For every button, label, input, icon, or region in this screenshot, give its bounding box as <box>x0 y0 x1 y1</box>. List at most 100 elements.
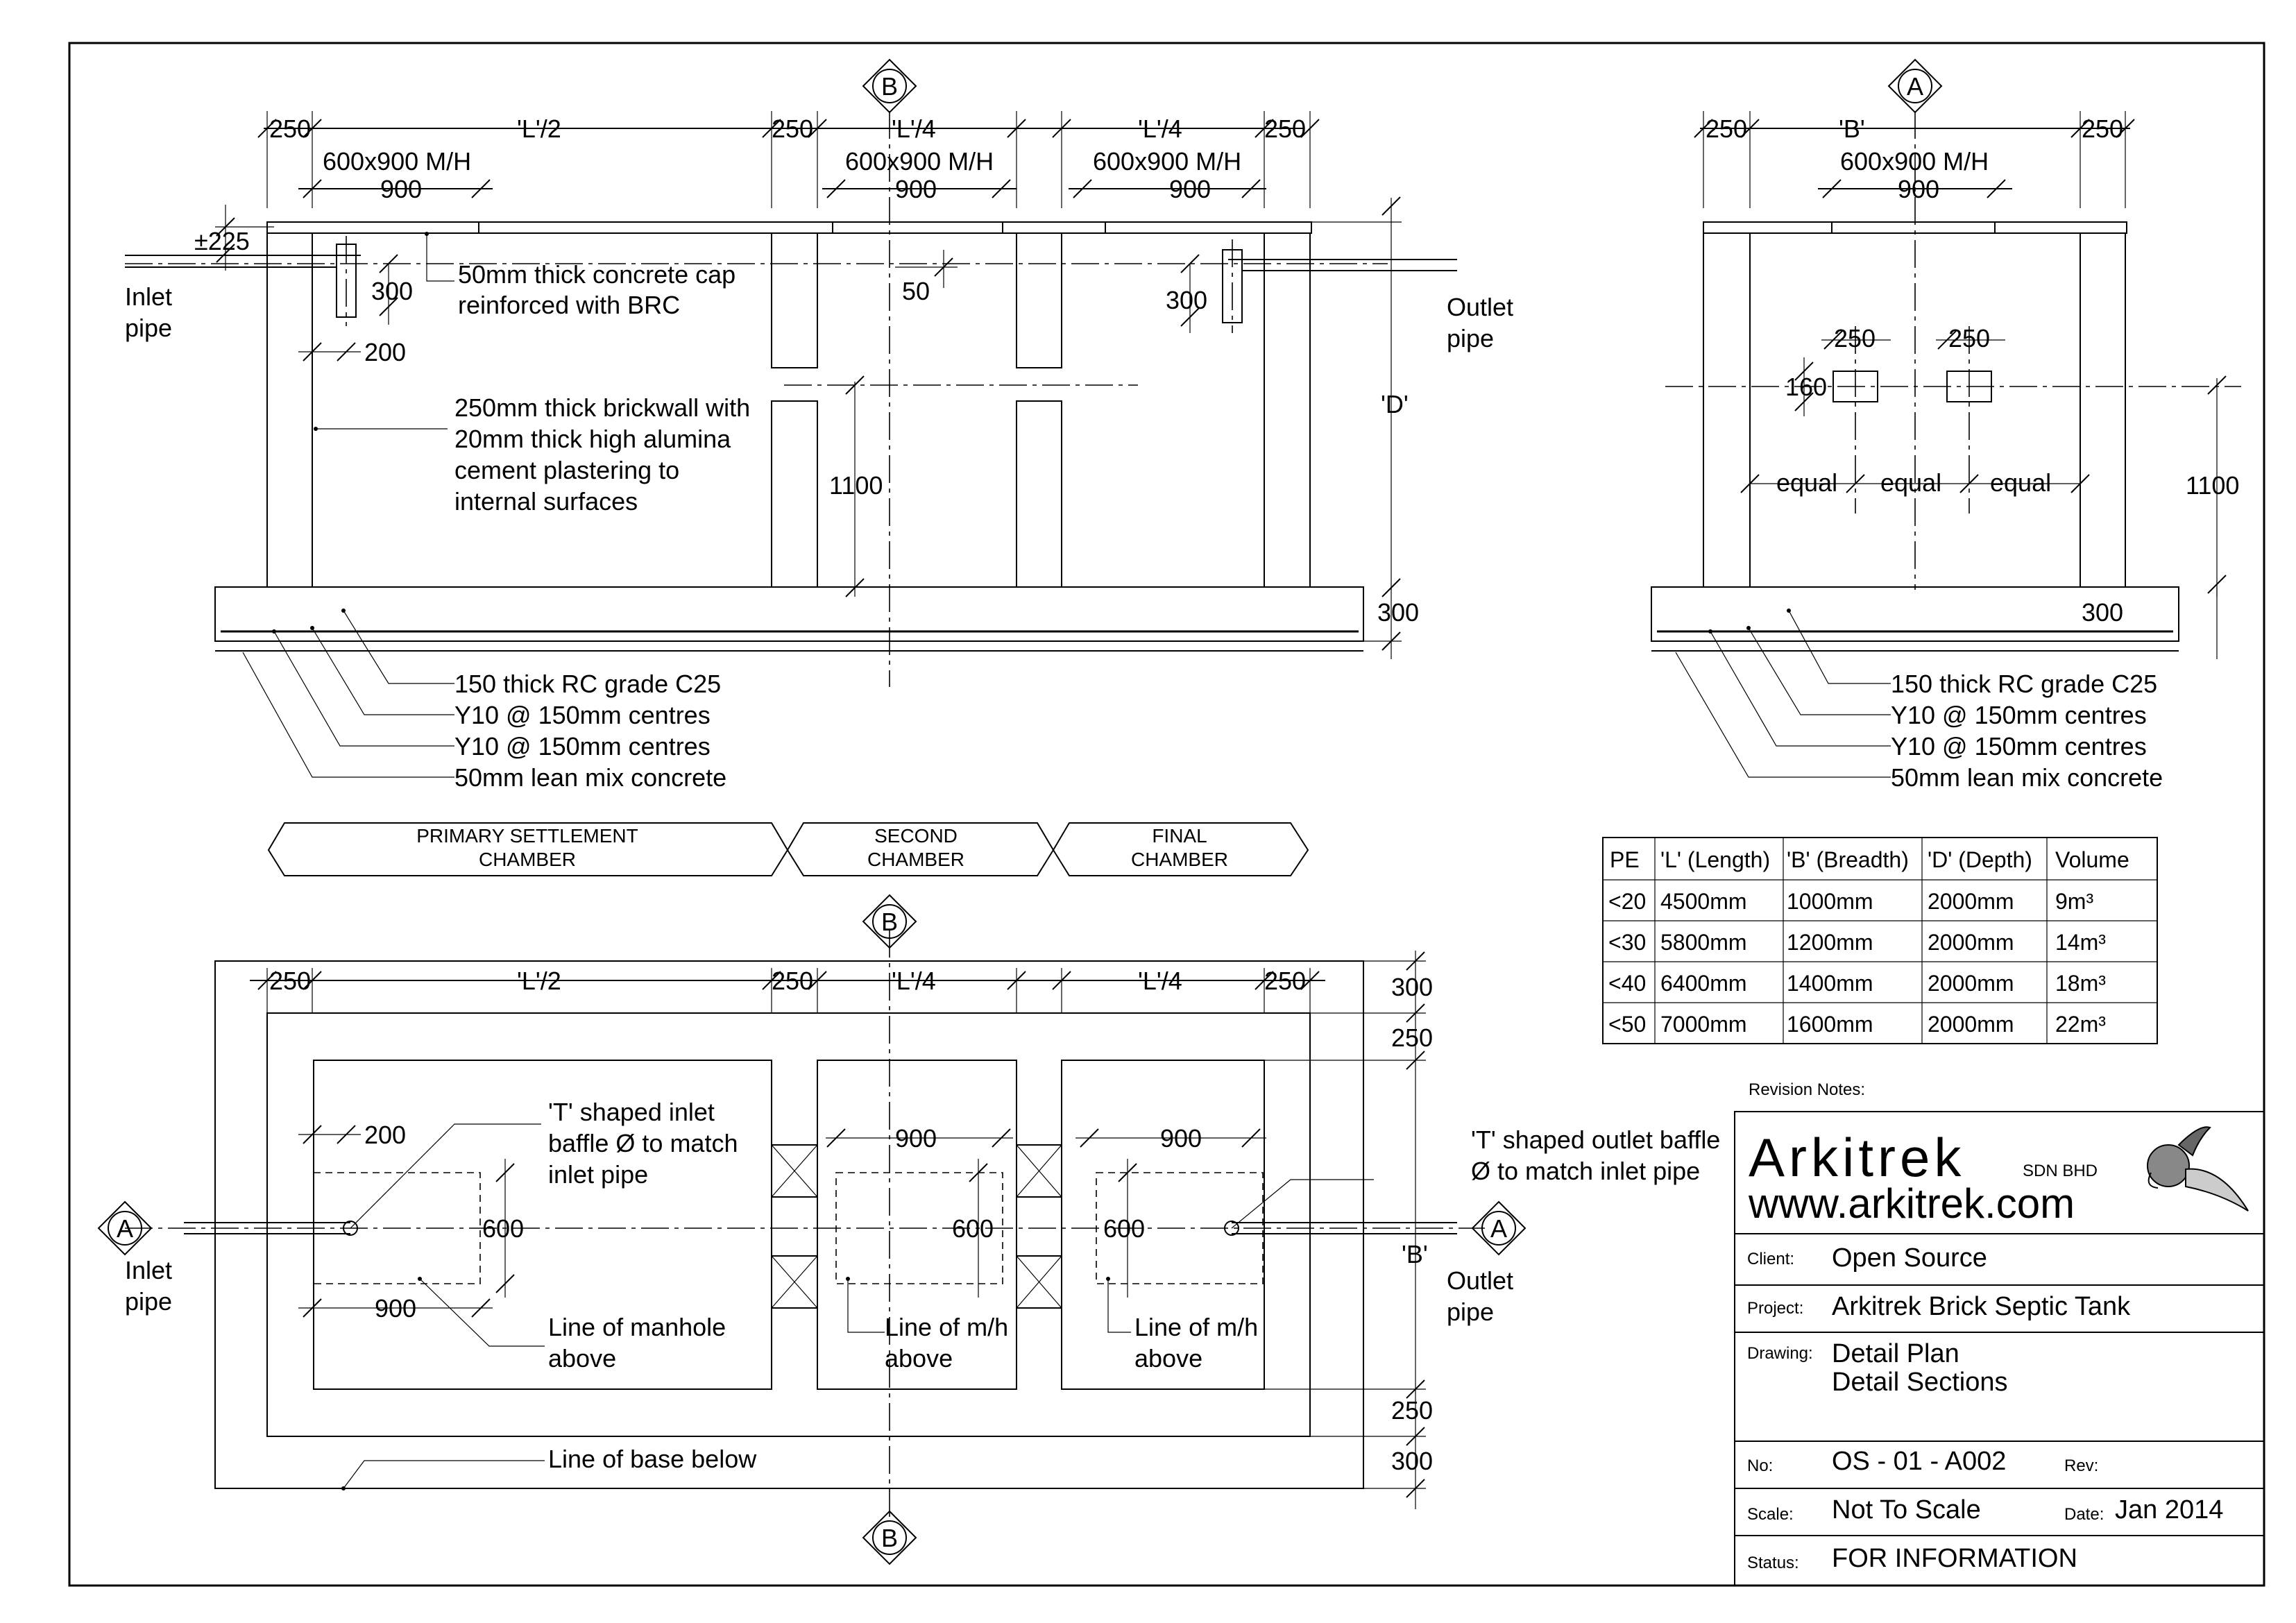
drawing-number: OS - 01 - A002 <box>1832 1447 2006 1476</box>
sb-mh-dim-2: 900 <box>895 175 937 203</box>
drawing-label: Drawing: <box>1747 1344 1813 1363</box>
plan-inlet-1: Inlet <box>125 1256 172 1284</box>
plan-dim-600a: 600 <box>482 1214 524 1243</box>
title-block: Revision Notes: Arkitrek SDN BHD www.ark… <box>1734 1080 2265 1586</box>
sb-dim-300b: 300 <box>1166 286 1207 314</box>
plan-dim-l4a: 'L'/4 <box>892 967 936 995</box>
sb-wall-note-4: internal surfaces <box>454 487 638 516</box>
table-cell: <40 <box>1608 971 1646 996</box>
status-value: FOR INFORMATION <box>1832 1544 2077 1573</box>
plan-manhole-note-2: above <box>548 1344 616 1373</box>
sb-inlet-2: pipe <box>125 314 172 342</box>
sb-dim-300c: 300 <box>1377 598 1419 627</box>
plan-outlet-1: Outlet <box>1447 1266 1513 1295</box>
plan-dim-600b: 600 <box>952 1214 994 1243</box>
plan-outlet-2: pipe <box>1447 1298 1494 1326</box>
table-header-d: 'D' (Depth) <box>1928 847 2032 872</box>
table-cell: 6400mm <box>1660 971 1747 996</box>
sa-dim-300: 300 <box>2082 598 2123 627</box>
plan-chamber-3 <box>1061 1060 1265 1390</box>
sb-marker-b: B <box>881 72 898 101</box>
table-header-pe: PE <box>1610 847 1640 872</box>
plan-view: 250 'L'/2 250 'L'/4 'L'/4 250 <box>97 894 1720 1565</box>
sb-outlet-2: pipe <box>1447 324 1494 352</box>
table-cell: 2000mm <box>1928 889 2014 914</box>
plan-inlet-note-3: inlet pipe <box>548 1160 648 1189</box>
sa-mh-dim: 900 <box>1898 175 1939 203</box>
scale-label: Scale: <box>1747 1505 1794 1524</box>
sb-base-note-1: 150 thick RC grade C25 <box>454 670 721 698</box>
table-cell: 5800mm <box>1660 930 1747 955</box>
plan-rdim-250a: 250 <box>1391 1023 1433 1052</box>
company-suffix: SDN BHD <box>2023 1162 2098 1180</box>
sb-base-note-3: Y10 @ 150mm centres <box>454 732 711 760</box>
table-cell: 4500mm <box>1660 889 1747 914</box>
scale-value: Not To Scale <box>1832 1495 1981 1524</box>
table-cell: 18m³ <box>2055 971 2106 996</box>
sb-base-note-4: 50mm lean mix concrete <box>454 763 726 792</box>
drawing-value-2: Detail Sections <box>1832 1368 2007 1397</box>
company-website: www.arkitrek.com <box>1748 1180 2075 1227</box>
table-cell: 2000mm <box>1928 971 2014 996</box>
chamber-2-line1: SECOND <box>874 825 958 847</box>
sb-mh-dim-1: 900 <box>380 175 422 203</box>
sa-equal-1: equal <box>1776 468 1837 497</box>
plan-outlet-note-1: 'T' shaped outlet baffle <box>1471 1125 1720 1154</box>
size-table: PE 'L' (Length) 'B' (Breadth) 'D' (Depth… <box>1602 837 2158 1044</box>
sb-dim-225: ±225 <box>194 227 250 255</box>
chamber-1-line1: PRIMARY SETTLEMENT <box>416 825 638 847</box>
plan-marker-a-left: A <box>117 1214 133 1243</box>
table-cell: <20 <box>1608 889 1646 914</box>
plan-mh-note2-1: Line of m/h <box>885 1313 1008 1341</box>
table-cell: 1000mm <box>1787 889 1873 914</box>
table-cell: 22m³ <box>2055 1012 2106 1037</box>
sb-dim-250c: 250 <box>1264 114 1306 143</box>
sb-dim-1100: 1100 <box>829 471 883 500</box>
table-header-l: 'L' (Length) <box>1660 847 1770 872</box>
plan-dim-200: 200 <box>364 1121 406 1149</box>
sb-base-note-2: Y10 @ 150mm centres <box>454 701 711 729</box>
rev-label: Rev: <box>2064 1456 2098 1475</box>
sa-dim-250d: 250 <box>1948 324 1990 352</box>
table-cell: 9m³ <box>2055 889 2093 914</box>
plan-base-outline <box>214 960 1364 1489</box>
chamber-banners: PRIMARY SETTLEMENT CHAMBER SECOND CHAMBE… <box>267 822 1309 876</box>
status-label: Status: <box>1747 1554 1799 1572</box>
chamber-3-line2: CHAMBER <box>1131 849 1228 870</box>
sb-mh-label-2: 600x900 M/H <box>845 147 994 176</box>
sa-dim-250c: 250 <box>1834 324 1876 352</box>
sb-mh-label-3: 600x900 M/H <box>1093 147 1241 176</box>
arkitrek-bird-logo <box>2147 1126 2249 1212</box>
plan-manhole-note-1: Line of manhole <box>548 1313 726 1341</box>
table-header-volume: Volume <box>2055 847 2129 872</box>
sa-equal-2: equal <box>1880 468 1941 497</box>
sb-cap-note-2: reinforced with BRC <box>458 291 680 319</box>
chamber-2-line2: CHAMBER <box>867 849 964 870</box>
table-header-b: 'B' (Breadth) <box>1787 847 1909 872</box>
project-value: Arkitrek Brick Septic Tank <box>1832 1292 2131 1321</box>
plan-inlet-2: pipe <box>125 1287 172 1316</box>
sb-dim-200: 200 <box>364 338 406 366</box>
plan-marker-a-right: A <box>1490 1214 1507 1243</box>
client-label: Client: <box>1747 1250 1794 1268</box>
sb-dim-50: 50 <box>902 277 930 305</box>
sa-dim-160: 160 <box>1785 373 1827 401</box>
plan-inlet-note-2: baffle Ø to match <box>548 1129 738 1157</box>
sb-mh-dim-3: 900 <box>1169 175 1211 203</box>
plan-chamber-1 <box>313 1060 772 1390</box>
plan-outlet-note-2: Ø to match inlet pipe <box>1471 1157 1700 1185</box>
sb-wall-left <box>266 232 313 588</box>
sa-equal-3: equal <box>1990 468 2051 497</box>
company-name: Arkitrek <box>1749 1127 1965 1188</box>
table-cell: 2000mm <box>1928 1012 2014 1037</box>
table-cell: <50 <box>1608 1012 1646 1037</box>
client-value: Open Source <box>1832 1243 1987 1273</box>
section-b: 250 'L'/2 250 'L'/4 'L'/4 250 600x900 M/… <box>125 58 1513 792</box>
sb-mh-label-1: 600x900 M/H <box>323 147 471 176</box>
sa-base-note-2: Y10 @ 150mm centres <box>1891 701 2147 729</box>
plan-dim-250b: 250 <box>772 967 813 995</box>
sb-wall-note-3: cement plastering to <box>454 456 679 484</box>
plan-dim-900c: 900 <box>1160 1124 1202 1153</box>
sb-dim-d: 'D' <box>1381 390 1409 418</box>
plan-mh-note3-2: above <box>1134 1344 1202 1373</box>
